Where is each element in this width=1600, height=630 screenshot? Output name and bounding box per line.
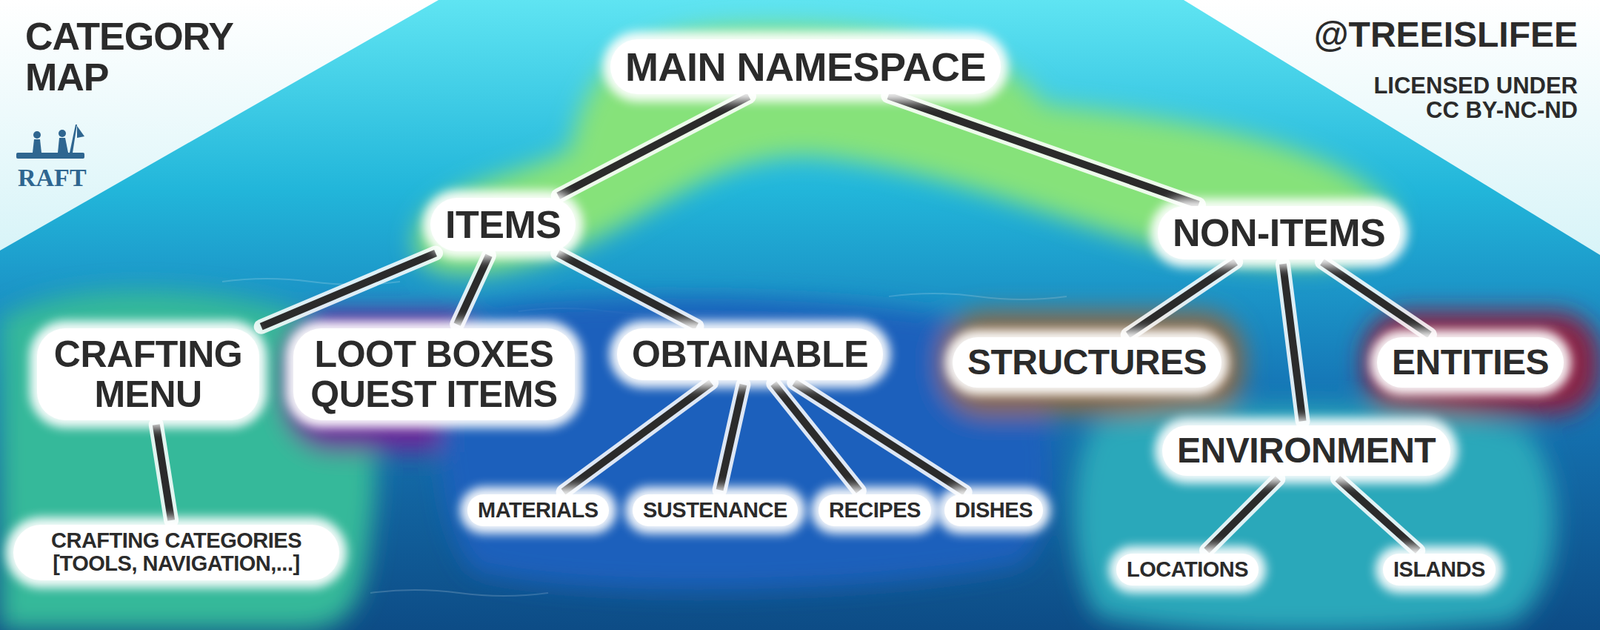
- category-bubble: CRAFTING CATEGORIES [TOOLS, NAVIGATION,.…: [13, 524, 340, 580]
- connector-line: [794, 382, 965, 492]
- connector-line: [563, 382, 712, 492]
- connector-glow: [557, 253, 697, 326]
- category-bubble: ISLANDS: [1382, 553, 1496, 586]
- category-bubble: ITEMS: [430, 197, 576, 252]
- author-handle: @TREEISLIFEE: [1237, 16, 1578, 54]
- connector-line: [1206, 478, 1279, 551]
- category-name: CRAFTING MENU: [51, 334, 245, 415]
- connector-line: [457, 255, 489, 325]
- category-bubble: MATERIALS: [467, 494, 609, 526]
- tree-connector: [1206, 478, 1279, 551]
- category-bubble: STRUCTURES: [952, 337, 1222, 388]
- category-bubble: ENVIRONMENT: [1162, 425, 1451, 476]
- category-bubble: NON-ITEMS: [1157, 205, 1400, 260]
- category-name: CRAFTING CATEGORIES [TOOLS, NAVIGATION,.…: [23, 528, 329, 576]
- connector-glow: [1322, 262, 1430, 335]
- connector-glow: [1337, 478, 1418, 551]
- category-name: ENTITIES: [1391, 342, 1549, 382]
- category-bubble: SUSTENANCE: [632, 494, 798, 526]
- category-name: DISHES: [954, 498, 1033, 522]
- category-bubble: OBTAINABLE: [617, 328, 883, 380]
- connector-glow: [794, 382, 965, 492]
- tree-connector: [156, 424, 172, 520]
- connector-line: [1282, 263, 1303, 421]
- connector-line: [261, 252, 436, 326]
- connector-line: [1322, 262, 1430, 335]
- category-name: NON-ITEMS: [1172, 211, 1386, 254]
- category-name: RECIPES: [828, 498, 921, 522]
- connector-glow: [563, 382, 712, 492]
- label-text: RAFT: [17, 163, 87, 192]
- connector-glow: [1206, 478, 1279, 551]
- category-name: MATERIALS: [477, 498, 599, 522]
- connector-line: [720, 384, 744, 490]
- tree-connector: [457, 255, 489, 325]
- tree-connector: [1128, 262, 1236, 335]
- structures-region: [940, 311, 1245, 415]
- category-name: MAIN NAMESPACE: [625, 45, 986, 89]
- category-name: ENVIRONMENT: [1177, 431, 1436, 470]
- tree-connector: [261, 252, 436, 326]
- raft-logo-text: RAFT: [17, 164, 107, 192]
- category-name: SUSTENANCE: [642, 498, 788, 522]
- category-bubble: MAIN NAMESPACE: [610, 39, 1001, 95]
- connector-glow: [720, 384, 744, 490]
- connector-glow: [888, 95, 1199, 205]
- category-name: STRUCTURES: [967, 342, 1207, 382]
- category-bubble: DISHES: [944, 494, 1043, 526]
- raft-logo-icon: [16, 124, 85, 159]
- connector-glow: [558, 96, 749, 196]
- category-bubble: RECIPES: [818, 494, 932, 526]
- category-name: LOCATIONS: [1126, 557, 1249, 581]
- tree-connector: [1322, 262, 1430, 335]
- environment-region: [1074, 406, 1555, 630]
- connector-line: [156, 424, 172, 520]
- category-name: ISLANDS: [1393, 557, 1486, 581]
- title-text: CATEGORY MAP: [25, 14, 233, 99]
- category-bubble: LOCATIONS: [1116, 553, 1259, 586]
- connector-line: [558, 96, 749, 196]
- connector-glow: [1282, 263, 1303, 421]
- connector-glow: [457, 255, 489, 325]
- category-name: ITEMS: [445, 203, 561, 246]
- connector-line: [557, 253, 697, 326]
- label-text: @TREEISLIFEE: [1314, 14, 1578, 55]
- tree-connector: [557, 253, 697, 326]
- green-island: [414, 25, 1395, 275]
- license-note: LICENSED UNDER CC BY-NC-ND: [1340, 74, 1578, 123]
- connector-line: [1337, 478, 1418, 551]
- connector-glow: [261, 252, 436, 326]
- category-bubble: ENTITIES: [1377, 337, 1564, 388]
- entities-region: [1362, 311, 1600, 415]
- tree-connector: [720, 384, 744, 490]
- connector-glow: [1128, 262, 1236, 335]
- map-title: CATEGORY MAP: [25, 16, 270, 98]
- category-name: LOOT BOXES QUEST ITEMS: [308, 334, 560, 415]
- region-blobs: [0, 25, 1600, 630]
- connector-line: [888, 95, 1199, 205]
- label-text: LICENSED UNDER CC BY-NC-ND: [1373, 72, 1578, 123]
- category-name: OBTAINABLE: [631, 334, 869, 375]
- tree-connector: [794, 382, 965, 492]
- connector-glow: [156, 424, 172, 520]
- category-bubble: CRAFTING MENU: [37, 328, 260, 420]
- tree-connector: [1282, 263, 1303, 421]
- tree-connector: [888, 95, 1199, 205]
- connector-line: [1128, 262, 1236, 335]
- tree-connector: [558, 96, 749, 196]
- tree-connector: [1337, 478, 1418, 551]
- tree-connector: [563, 382, 712, 492]
- category-bubble: LOOT BOXES QUEST ITEMS: [293, 328, 575, 420]
- sky-corner: [0, 0, 439, 251]
